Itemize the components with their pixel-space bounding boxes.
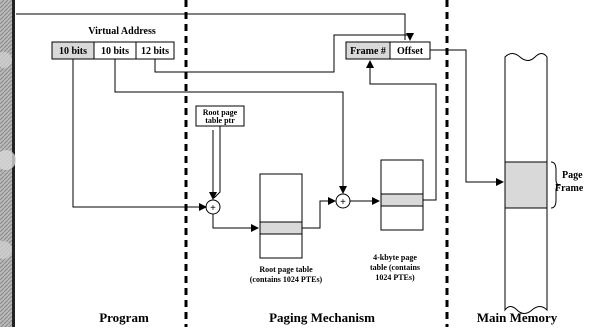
page-table-4k-label-1: 4-kbyte page <box>373 253 417 262</box>
root-ptr-line1: Root page <box>203 108 238 117</box>
section-label-paging: Paging Mechanism <box>269 310 375 325</box>
physical-address-register: Frame # Offset <box>345 41 431 60</box>
offset-label: Offset <box>397 46 424 57</box>
va-field-table-label: 10 bits <box>101 46 129 57</box>
adder-root-symbol: + <box>210 203 216 214</box>
root-ptr-line2: table ptr <box>205 116 235 125</box>
page-table-4k-entry <box>380 193 424 207</box>
page-frame-brace <box>550 161 561 209</box>
arrow-adder-to-root-entry <box>212 214 259 232</box>
page-frame-block <box>504 161 548 209</box>
page-table-4k: 4-kbyte page table (contains 1024 PTEs) <box>370 159 424 282</box>
connectors <box>16 13 504 232</box>
virtual-address-register: 10 bits 10 bits 12 bits <box>51 41 175 60</box>
line-top-connector <box>16 13 406 40</box>
arrow-table-to-adder <box>114 59 347 194</box>
root-page-table-entry <box>259 221 303 235</box>
arrow-4k-entry-to-frame <box>366 60 437 201</box>
arrow-offset-to-physical <box>154 33 414 73</box>
section-label-memory: Main Memory <box>477 310 558 325</box>
line-rootptr-down <box>213 126 221 199</box>
main-memory: Page Frame <box>504 53 584 314</box>
adder-root: + <box>205 199 221 215</box>
decorative-left-strip <box>0 0 16 327</box>
virtual-address-title: Virtual Address <box>88 26 156 37</box>
adder-second-symbol: + <box>340 197 346 208</box>
root-page-table-ptr: Root page table ptr <box>195 105 245 127</box>
page-table-4k-label-2: table (contains <box>370 263 420 272</box>
root-page-table-label-2: (contains 1024 PTEs) <box>250 275 323 284</box>
page-frame-label-1: Page <box>562 170 583 181</box>
va-field-offset-label: 12 bits <box>141 46 169 57</box>
root-page-table: Root page table (contains 1024 PTEs) <box>250 173 323 284</box>
adder-second: + <box>335 193 351 209</box>
root-page-table-label-1: Root page table <box>259 265 313 274</box>
arrow-dir-to-adder <box>72 59 207 211</box>
arrow-root-entry-to-adder <box>302 197 336 229</box>
frame-number-label: Frame # <box>350 46 386 57</box>
page-frame-label-2: Frame <box>555 183 584 194</box>
va-field-dir-label: 10 bits <box>59 46 87 57</box>
section-label-program: Program <box>99 310 149 325</box>
page-table-4k-label-3: 1024 PTEs) <box>375 273 415 282</box>
arrow-offset-to-page-frame <box>430 49 504 186</box>
